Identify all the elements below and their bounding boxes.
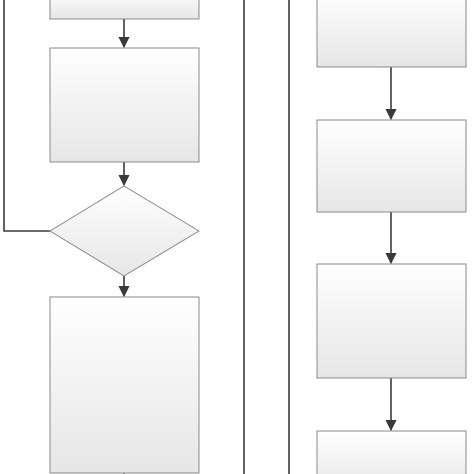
loop-back-connector [3, 0, 50, 232]
node-process-r3[interactable] [316, 263, 467, 379]
node-process-r4[interactable] [316, 430, 467, 474]
node-process-2[interactable] [49, 47, 200, 163]
node-process-3[interactable] [49, 296, 200, 474]
node-process-r2[interactable] [316, 119, 467, 213]
node-process-top[interactable] [49, 0, 200, 20]
node-process-r1[interactable] [316, 0, 467, 68]
node-decision-1[interactable] [49, 185, 200, 277]
